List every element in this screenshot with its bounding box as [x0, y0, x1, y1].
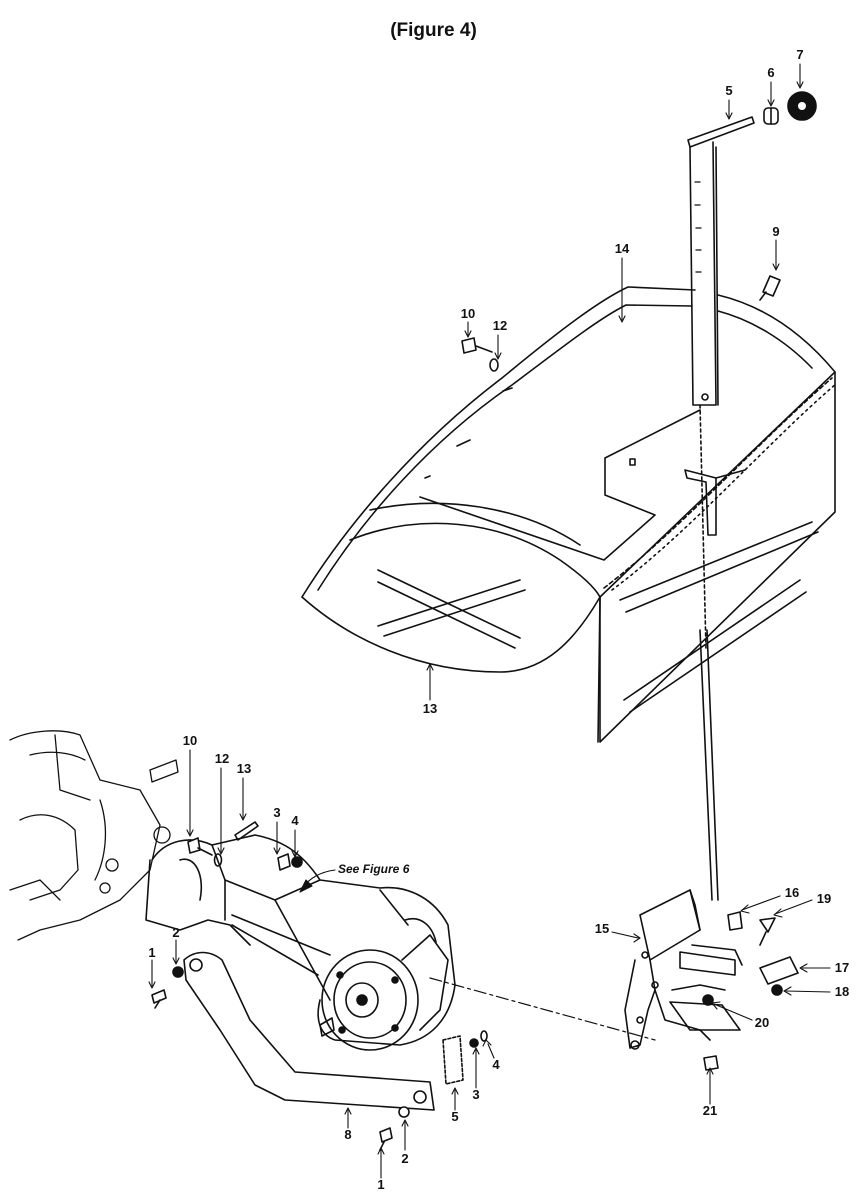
figure-title: (Figure 4) — [390, 20, 477, 41]
callout-17: 17 — [834, 960, 850, 975]
transmission-housing — [146, 835, 455, 1050]
mounting-bracket — [625, 890, 798, 1070]
callout-4-lower: 4 — [492, 1057, 500, 1072]
depth-bar — [184, 953, 434, 1111]
callout-2-lower: 2 — [401, 1151, 409, 1166]
bolt-10-lower — [188, 838, 212, 855]
callout-20: 20 — [754, 1015, 770, 1030]
callout-8: 8 — [344, 1127, 352, 1142]
tine-shield — [302, 287, 836, 742]
nut-4-upper — [292, 857, 302, 867]
washer-4-lower — [481, 1031, 487, 1041]
washer-2-lower — [399, 1107, 409, 1117]
callout-10-upper: 10 — [460, 306, 476, 321]
callout-4-upper: 4 — [291, 813, 299, 828]
bolt-10-upper — [462, 338, 492, 353]
callout-3-upper: 3 — [273, 805, 281, 820]
callout-leaders — [149, 64, 830, 1178]
bolt-9 — [760, 276, 780, 300]
callout-3-lower: 3 — [472, 1087, 480, 1102]
callout-6-top: 6 — [767, 65, 775, 80]
callout-18: 18 — [834, 984, 850, 999]
callout-10-lower: 10 — [182, 733, 198, 748]
washer-2-upper — [173, 967, 183, 977]
callout-15: 15 — [594, 921, 610, 936]
callout-1-lower: 1 — [377, 1177, 385, 1192]
nut-3-lower — [470, 1039, 478, 1047]
callout-9: 9 — [772, 224, 780, 239]
depth-lever-assembly — [688, 92, 816, 900]
callout-12-lower: 12 — [214, 751, 230, 766]
plate-5-lower — [443, 1036, 463, 1084]
washer-12-lower — [215, 854, 222, 866]
callout-13-upper: 13 — [422, 701, 438, 716]
callout-14: 14 — [614, 241, 630, 256]
callout-16: 16 — [784, 885, 800, 900]
callout-7: 7 — [796, 47, 804, 62]
callout-5-top: 5 — [725, 83, 733, 98]
callout-13-lower: 13 — [236, 761, 252, 776]
bolt-1-lower — [380, 1128, 392, 1150]
callout-5-lower: 5 — [451, 1109, 459, 1124]
callout-21: 21 — [702, 1103, 718, 1118]
callout-2-upper: 2 — [172, 925, 180, 940]
callout-19: 19 — [816, 891, 832, 906]
callout-1-upper: 1 — [148, 945, 156, 960]
callout-12-upper: 12 — [492, 318, 508, 333]
washer-12-upper — [490, 359, 498, 371]
bolt-1-upper — [152, 990, 166, 1008]
see-figure-note: See Figure 6 — [338, 862, 410, 876]
pin-13-lower — [235, 822, 258, 840]
bolt-3-upper — [278, 854, 290, 870]
engine-frame — [10, 731, 178, 940]
